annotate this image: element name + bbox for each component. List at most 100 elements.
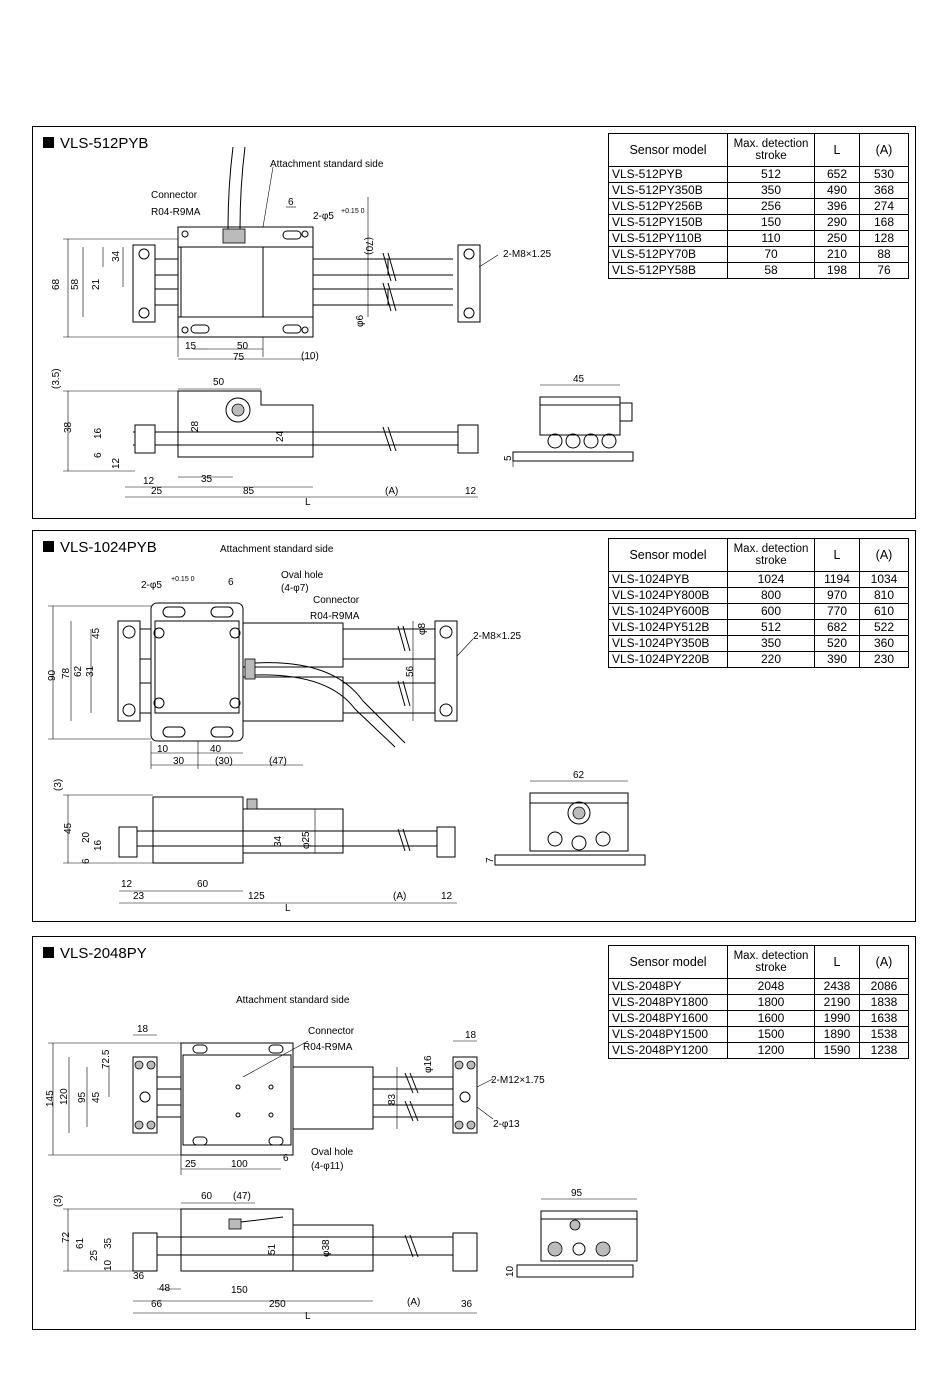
side-view <box>63 388 479 498</box>
drawing-512: Attachment standard side Connector R04-R… <box>51 146 634 508</box>
dim: 16 <box>93 427 104 439</box>
dim: 250 <box>269 1299 286 1310</box>
cell-value: 1590 <box>814 1042 860 1059</box>
dim: 51 <box>267 1243 278 1255</box>
cell-value: 970 <box>814 587 860 604</box>
dim: L <box>305 1311 311 1322</box>
dim: φ38 <box>321 1239 332 1257</box>
cell-model: VLS-1024PY220B <box>608 651 728 668</box>
label-hole: 2-φ5 <box>313 211 334 222</box>
dim: 95 <box>571 1188 583 1199</box>
dim: 60 <box>201 1191 213 1202</box>
dim: φ6 <box>355 315 366 327</box>
label-oval-size: (4-φ11) <box>311 1161 343 1172</box>
panel-title: VLS-2048PY <box>43 945 147 962</box>
dim: (10) <box>301 351 319 362</box>
label-connector-model: R04-R9MA <box>303 1042 353 1053</box>
dim: 45 <box>91 1091 102 1103</box>
label-connector-model: R04-R9MA <box>310 611 360 622</box>
cell-value: 230 <box>859 651 909 668</box>
cell-model: VLS-2048PY1800 <box>608 994 728 1011</box>
col-header-l: L <box>814 538 860 572</box>
dim: 60 <box>197 879 209 890</box>
cell-model: VLS-1024PY800B <box>608 587 728 604</box>
dim: 18 <box>465 1030 477 1041</box>
label-hole-tol: +0.15 0 <box>171 576 195 583</box>
cell-model: VLS-1024PYB <box>608 571 728 588</box>
label-thread: 2-M12×1.75 <box>491 1075 545 1086</box>
cell-value: 1194 <box>814 571 860 588</box>
label-connector: Connector <box>313 595 360 606</box>
end-view <box>512 384 634 467</box>
dim: 66 <box>151 1299 163 1310</box>
cell-model: VLS-1024PY600B <box>608 603 728 620</box>
cell-value: 512 <box>727 166 815 183</box>
col-header-stroke: Max. detection stroke <box>727 538 815 572</box>
side-view <box>63 1202 478 1314</box>
dim: 5 <box>503 455 514 461</box>
label-oval: Oval hole <box>281 570 324 581</box>
cell-value: 168 <box>859 214 909 231</box>
cell-value: 1200 <box>727 1042 815 1059</box>
dim: (70) <box>363 237 374 255</box>
dim: 35 <box>201 474 213 485</box>
end-view <box>516 1198 638 1278</box>
cell-model: VLS-1024PY350B <box>608 635 728 652</box>
dim: 6 <box>283 1153 289 1164</box>
cell-value: 198 <box>814 262 860 279</box>
dim: 48 <box>159 1283 171 1294</box>
dim: 21 <box>91 278 102 290</box>
dim: 72.5 <box>101 1049 112 1069</box>
dim: 36 <box>461 1299 473 1310</box>
dim: φ16 <box>423 1055 434 1073</box>
cell-value: 390 <box>814 651 860 668</box>
panel-title: VLS-1024PYB <box>43 539 157 556</box>
col-header-model: Sensor model <box>608 945 728 979</box>
dim: (47) <box>233 1191 251 1202</box>
dim: 34 <box>111 250 122 262</box>
cell-value: 2086 <box>859 978 909 995</box>
dim: 24 <box>275 430 286 442</box>
dim: φ25 <box>301 831 312 849</box>
col-header-a: (A) <box>859 945 909 979</box>
dim: 18 <box>137 1024 149 1035</box>
dim: 62 <box>73 665 84 677</box>
dim: 78 <box>61 667 72 679</box>
dim: 75 <box>233 352 245 363</box>
cell-model: VLS-2048PY1600 <box>608 1010 728 1027</box>
cell-model: VLS-512PY110B <box>608 230 728 247</box>
dim: 100 <box>231 1159 248 1170</box>
dim: 40 <box>210 744 222 755</box>
label-hole: 2-φ13 <box>493 1119 520 1130</box>
dim: 7 <box>485 857 496 863</box>
dim: 72 <box>61 1231 72 1243</box>
cell-value: 490 <box>814 182 860 199</box>
dim: 12 <box>441 891 453 902</box>
cell-value: 522 <box>859 619 909 636</box>
dim: 10 <box>505 1265 516 1277</box>
dim: 25 <box>89 1249 100 1261</box>
dim: 10 <box>103 1259 114 1271</box>
dim: L <box>285 903 291 914</box>
label-connector: Connector <box>151 190 198 201</box>
cell-value: 76 <box>859 262 909 279</box>
dim: 50 <box>237 341 249 352</box>
col-header-a: (A) <box>859 538 909 572</box>
dim: 145 <box>45 1090 56 1107</box>
drawing-1024: Attachment standard side 2-φ5 +0.15 0 6 … <box>47 544 646 914</box>
dim: 62 <box>573 770 585 781</box>
panel-vls-512pyb: VLS-512PYB Sensor model Max. detection s… <box>32 126 916 519</box>
dim: 6 <box>288 197 294 208</box>
col-header-stroke: Max. detection stroke <box>727 945 815 979</box>
dim: 36 <box>133 1271 145 1282</box>
dim: (A) <box>393 891 406 902</box>
dim: 6 <box>81 858 92 864</box>
